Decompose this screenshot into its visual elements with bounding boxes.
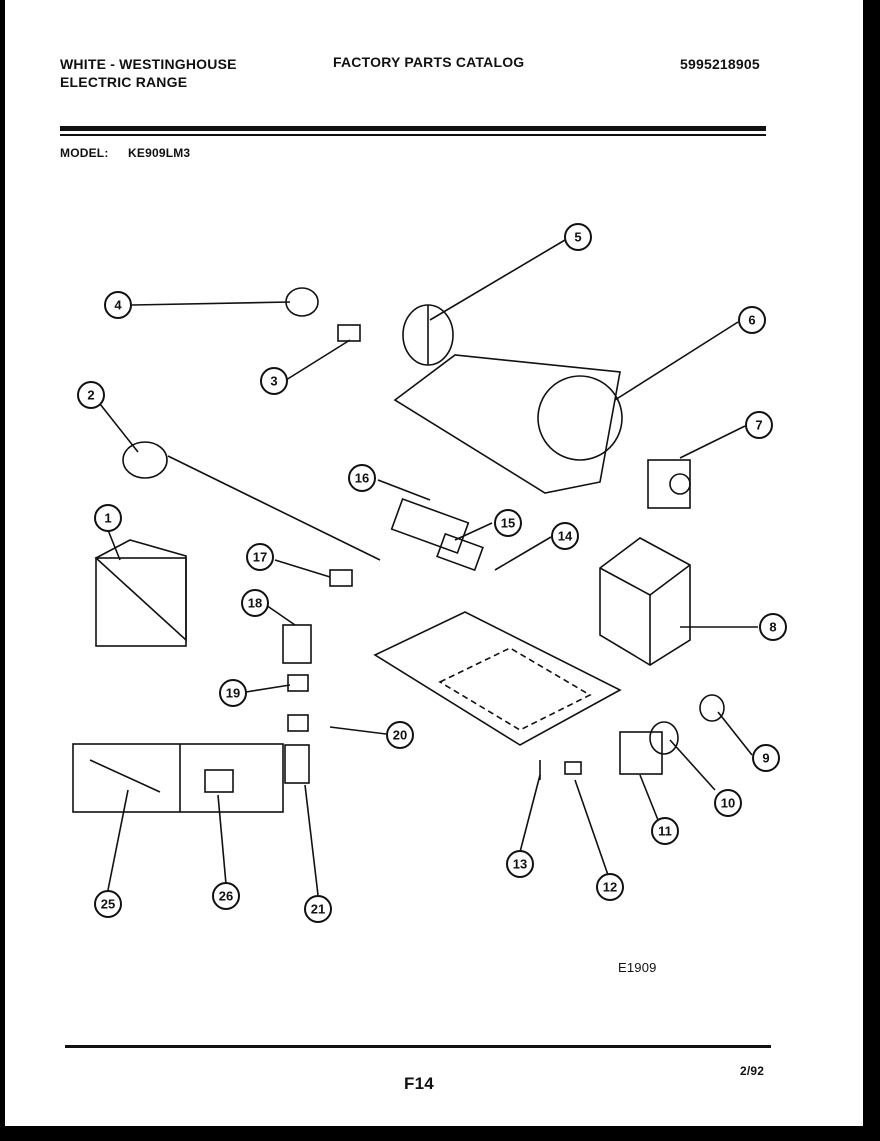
callout-label: 14 [558, 529, 573, 544]
callout-14 [551, 522, 579, 550]
callout-11 [651, 817, 679, 845]
callout-label: 3 [270, 374, 277, 389]
callout-7 [745, 411, 773, 439]
callout-label: 13 [513, 857, 527, 872]
callout-label: 6 [748, 313, 755, 328]
callout-3 [260, 367, 288, 395]
callout-19 [219, 679, 247, 707]
callout-2 [77, 381, 105, 409]
catalog-title: FACTORY PARTS CATALOG [333, 54, 525, 70]
callout-9 [752, 744, 780, 772]
brand-line-2: ELECTRIC RANGE [60, 74, 188, 90]
model-label: MODEL: [60, 146, 109, 160]
page-code: F14 [404, 1074, 434, 1093]
callout-21 [304, 895, 332, 923]
callout-label: 10 [721, 796, 735, 811]
callout-18 [241, 589, 269, 617]
callout-5 [564, 223, 592, 251]
callout-4 [104, 291, 132, 319]
callout-label: 11 [658, 824, 672, 839]
callout-label: 8 [769, 620, 776, 635]
callout-10 [714, 789, 742, 817]
catalog-sheet [5, 0, 863, 1126]
header-rule-thick [60, 126, 766, 131]
callout-6 [738, 306, 766, 334]
callout-8 [759, 613, 787, 641]
callout-label: 5 [574, 230, 581, 245]
callout-label: 16 [355, 471, 369, 486]
callout-label: 26 [219, 889, 233, 904]
callout-label: 4 [114, 298, 122, 313]
callout-label: 25 [101, 897, 115, 912]
model-value: KE909LM3 [128, 146, 191, 160]
callout-25 [94, 890, 122, 918]
brand-line-1: WHITE - WESTINGHOUSE [60, 56, 237, 72]
callout-label: 19 [226, 686, 240, 701]
header-rule-thin [60, 134, 766, 136]
callout-label: 21 [311, 902, 325, 917]
callout-label: 1 [104, 511, 111, 526]
callout-label: 12 [603, 880, 617, 895]
callout-label: 17 [253, 550, 267, 565]
callout-17 [246, 543, 274, 571]
footer-rule [65, 1045, 771, 1048]
callout-13 [506, 850, 534, 878]
callout-1 [94, 504, 122, 532]
callout-20 [386, 721, 414, 749]
callout-label: 7 [755, 418, 762, 433]
callout-26 [212, 882, 240, 910]
callout-label: 20 [393, 728, 407, 743]
callout-label: 9 [762, 751, 769, 766]
catalog-number: 5995218905 [680, 56, 760, 72]
callout-16 [348, 464, 376, 492]
callout-12 [596, 873, 624, 901]
callout-label: 15 [501, 516, 515, 531]
callout-15 [494, 509, 522, 537]
diagram-code: E1909 [618, 960, 657, 975]
callout-label: 2 [87, 388, 94, 403]
revision-date: 2/92 [740, 1064, 765, 1078]
callout-label: 18 [248, 596, 262, 611]
